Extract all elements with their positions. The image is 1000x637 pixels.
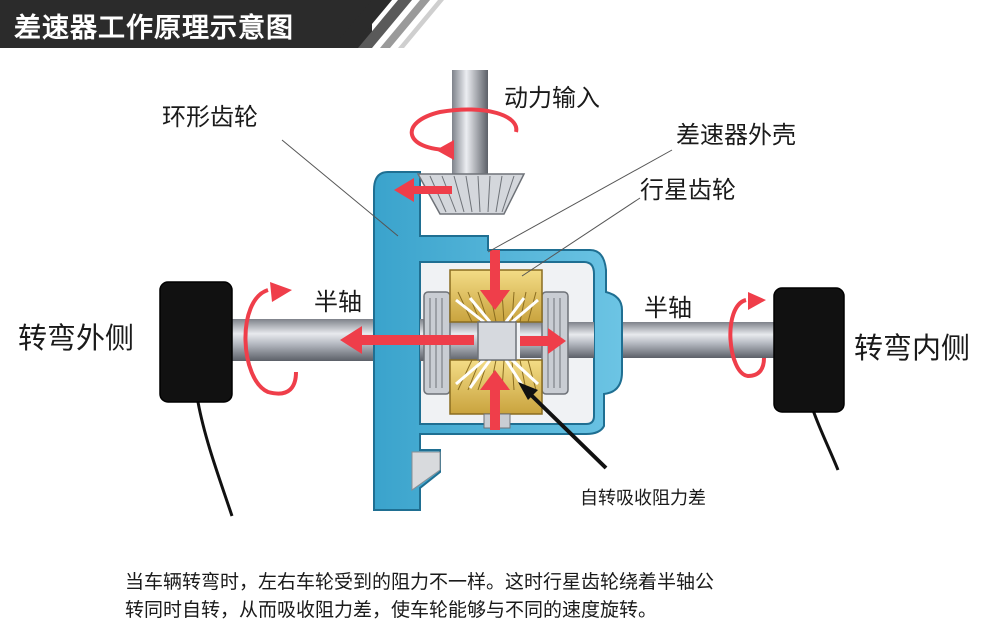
arrow-pinion-left (394, 178, 452, 202)
label-ring-gear: 环形齿轮 (162, 103, 258, 131)
arrow-right-axle (520, 328, 566, 354)
pinion-gear (416, 173, 526, 215)
rotation-heads (270, 140, 766, 310)
self-rotation-pointer (518, 382, 608, 470)
rotation-right-head (748, 292, 766, 310)
left-wheel-wire (196, 401, 234, 517)
stripe-4 (398, 0, 444, 48)
input-shaft (452, 70, 488, 190)
rotation-input-head (436, 140, 454, 160)
differential-diagram: 环形齿轮 动力输入 差速器外壳 行星齿轮 半轴 半轴 转弯外侧 转弯内侧 自转吸… (18, 70, 970, 517)
title-stripes (332, 0, 444, 48)
left-wheel (159, 281, 233, 403)
label-inner-side: 转弯内侧 (854, 331, 970, 365)
leader-planet-gear (521, 197, 641, 277)
force-arrows (340, 178, 566, 430)
leader-housing (487, 149, 673, 253)
diagram-title: 差速器工作原理示意图 (14, 13, 294, 44)
label-housing: 差速器外壳 (676, 121, 796, 149)
leader-ring-gear (281, 139, 399, 237)
rotation-left-wheel (243, 288, 298, 396)
rotation-input (409, 107, 519, 152)
arrow-down-top (480, 250, 510, 310)
caption-line-2: 转同时自转，从而吸收阻力差，使车轮能够与不同的速度旋转。 (125, 599, 658, 621)
stripe-1 (332, 0, 392, 48)
label-outer-side: 转弯外侧 (18, 321, 134, 355)
label-planet-gear: 行星齿轮 (640, 176, 736, 204)
rotation-right-wheel (728, 298, 766, 379)
caption-line-1: 当车辆转弯时，左右车轮受到的阻力不一样。这时行星齿轮绕着半轴公 (125, 571, 715, 593)
stripe-3 (380, 0, 430, 48)
arrow-up-bottom (480, 370, 510, 430)
title-bar (0, 0, 372, 48)
label-left-axle: 半轴 (314, 288, 362, 316)
label-right-axle: 半轴 (644, 294, 692, 322)
right-wheel (773, 287, 845, 413)
stripe-2 (358, 0, 412, 48)
leader-lines (281, 139, 673, 277)
right-wheel-wire (811, 409, 840, 471)
cross-pin (477, 321, 517, 361)
label-power-input: 动力输入 (504, 84, 600, 112)
label-self-rotation: 自转吸收阻力差 (580, 488, 706, 509)
rotation-arrows (243, 107, 766, 396)
arrow-left-axle (340, 326, 474, 354)
rotation-left-head (270, 282, 292, 302)
